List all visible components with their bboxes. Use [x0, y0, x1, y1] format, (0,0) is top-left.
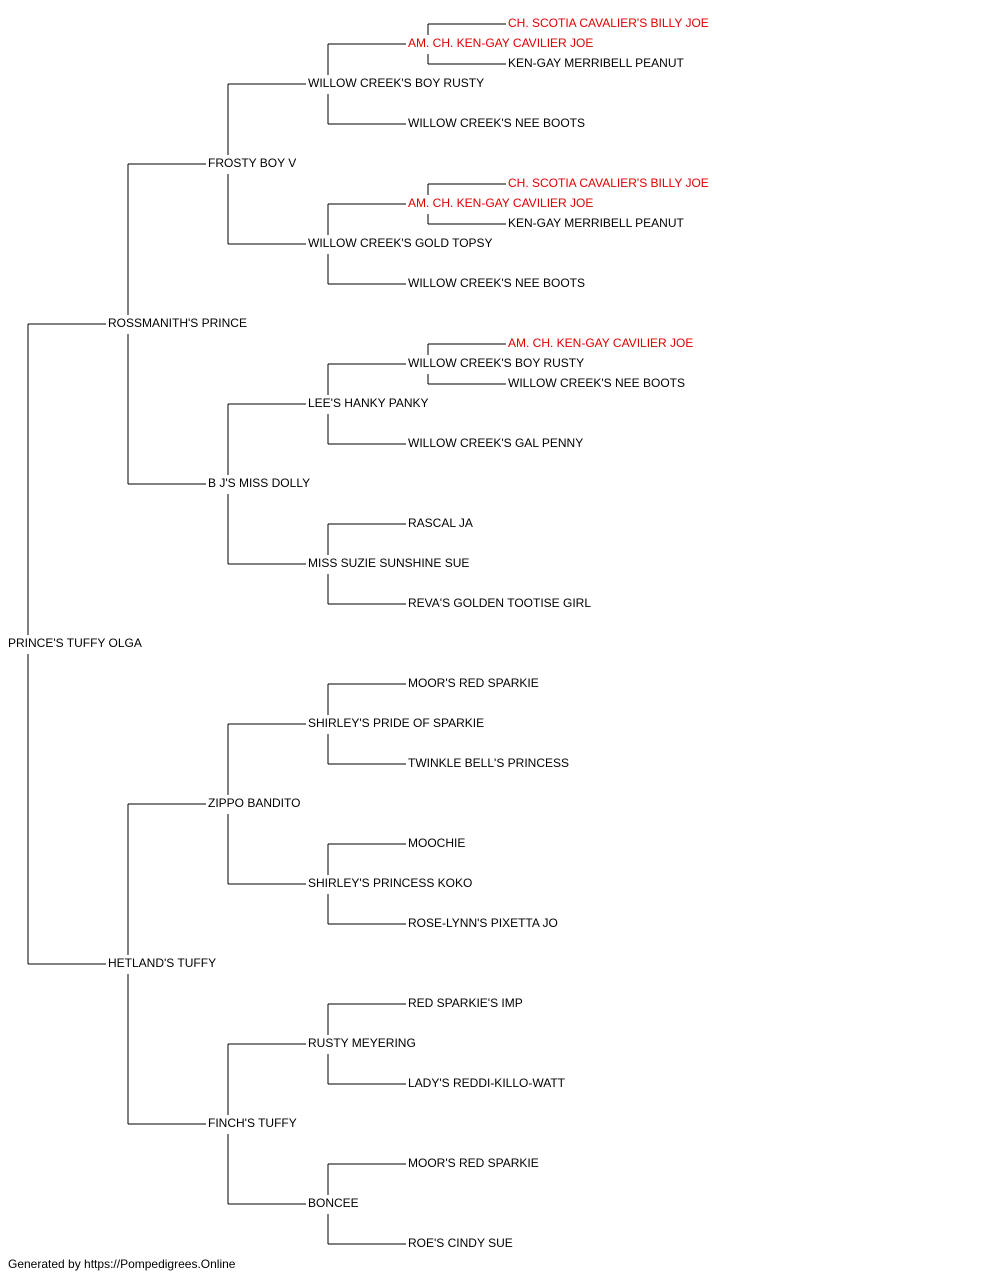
- dog-name: MOOR'S RED SPARKIE: [408, 1156, 539, 1170]
- dog-name: TWINKLE BELL'S PRINCESS: [408, 756, 569, 770]
- dog-name: RASCAL JA: [408, 516, 473, 530]
- dog-name: RED SPARKIE'S IMP: [408, 996, 523, 1010]
- dog-name: RUSTY MEYERING: [308, 1036, 416, 1050]
- dog-name: WILLOW CREEK'S GOLD TOPSY: [308, 236, 493, 250]
- dog-name: MISS SUZIE SUNSHINE SUE: [308, 556, 469, 570]
- dog-name: WILLOW CREEK'S GAL PENNY: [408, 436, 583, 450]
- dog-name: B J'S MISS DOLLY: [208, 476, 310, 490]
- dog-name: MOOR'S RED SPARKIE: [408, 676, 539, 690]
- dog-name: REVA'S GOLDEN TOOTISE GIRL: [408, 596, 591, 610]
- dog-name: SHIRLEY'S PRINCESS KOKO: [308, 876, 472, 890]
- dog-name: MOOCHIE: [408, 836, 465, 850]
- dog-name: CH. SCOTIA CAVALIER'S BILLY JOE: [508, 176, 709, 190]
- dog-name: AM. CH. KEN-GAY CAVILIER JOE: [408, 36, 593, 50]
- dog-name: WILLOW CREEK'S BOY RUSTY: [408, 356, 584, 370]
- dog-name: ROSSMANITH'S PRINCE: [108, 316, 247, 330]
- dog-name: WILLOW CREEK'S NEE BOOTS: [408, 276, 585, 290]
- dog-name: PRINCE'S TUFFY OLGA: [8, 636, 142, 650]
- dog-name: ZIPPO BANDITO: [208, 796, 300, 810]
- dog-name: FINCH'S TUFFY: [208, 1116, 297, 1130]
- dog-name: CH. SCOTIA CAVALIER'S BILLY JOE: [508, 16, 709, 30]
- dog-name: LADY'S REDDI-KILLO-WATT: [408, 1076, 566, 1090]
- dog-name: SHIRLEY'S PRIDE OF SPARKIE: [308, 716, 484, 730]
- dog-name: LEE'S HANKY PANKY: [308, 396, 429, 410]
- dog-name: WILLOW CREEK'S NEE BOOTS: [508, 376, 685, 390]
- dog-name: BONCEE: [308, 1196, 359, 1210]
- pedigree-tree: PRINCE'S TUFFY OLGA ROSSMANITH'S PRINCE FR…: [8, 16, 709, 1250]
- dog-name: WILLOW CREEK'S NEE BOOTS: [408, 116, 585, 130]
- dog-name: FROSTY BOY V: [208, 156, 296, 170]
- dog-name: AM. CH. KEN-GAY CAVILIER JOE: [408, 196, 593, 210]
- dog-name: KEN-GAY MERRIBELL PEANUT: [508, 216, 684, 230]
- dog-name: KEN-GAY MERRIBELL PEANUT: [508, 56, 684, 70]
- dog-name: ROE'S CINDY SUE: [408, 1236, 513, 1250]
- dog-name: WILLOW CREEK'S BOY RUSTY: [308, 76, 484, 90]
- dog-name: AM. CH. KEN-GAY CAVILIER JOE: [508, 336, 693, 350]
- footer-credit: Generated by https://Pompedigrees.Online: [8, 1257, 236, 1271]
- dog-name: HETLAND'S TUFFY: [108, 956, 216, 970]
- dog-name: ROSE-LYNN'S PIXETTA JO: [408, 916, 558, 930]
